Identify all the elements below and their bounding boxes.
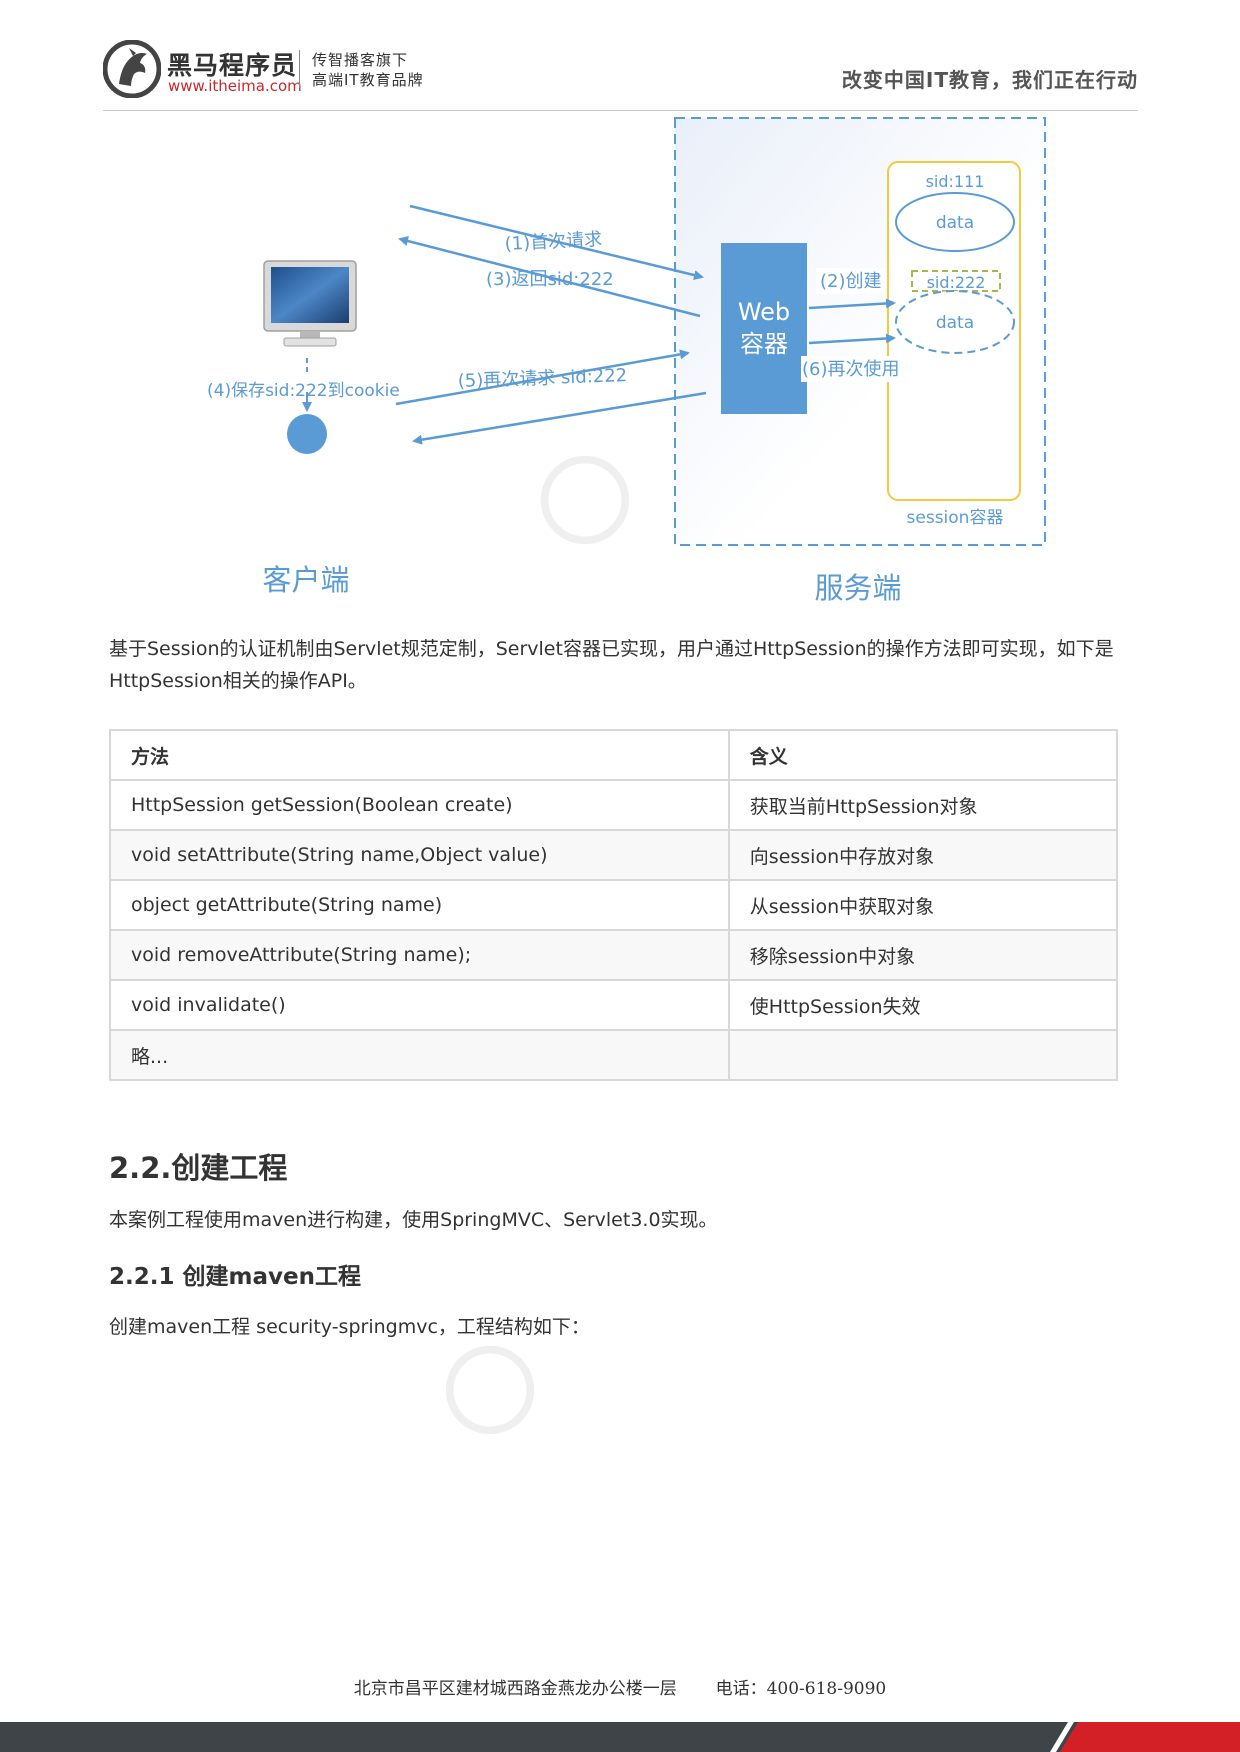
step5-label: (5)再次请求 sid:222 [457, 365, 627, 392]
section-heading: 2.2.创建工程 [109, 1151, 288, 1185]
method-cell: void removeAttribute(String name); [109, 929, 730, 981]
page-header: 黑马程序员 www.itheima.com 传智播客旗下 高端IT教育品牌 改变… [103, 36, 1138, 111]
session-api-table: 方法 含义 HttpSession getSession(Boolean cre… [109, 729, 1119, 1081]
footer-bar [0, 1722, 1240, 1752]
arrow-use-again [808, 333, 896, 345]
footer-address: 北京市昌平区建材城西路金燕龙办公楼一层 [353, 1679, 677, 1699]
header-method: 方法 [109, 729, 730, 781]
logo-separator [299, 50, 300, 88]
method-cell: void setAttribute(String name,Object val… [109, 829, 730, 881]
footer-phone: 电话：400-618-9090 [715, 1679, 887, 1699]
cookie-circle [287, 414, 327, 454]
logo-tagline-2: 高端IT教育品牌 [312, 71, 424, 89]
step2-label: (2)创建 [820, 271, 882, 292]
section-paragraph: 本案例工程使用maven进行构建，使用SpringMVC、Servlet3.0实… [109, 1209, 718, 1231]
computer-icon [263, 260, 357, 347]
sid-111-label: sid:111 [926, 172, 985, 191]
meaning-cell: 获取当前HttpSession对象 [727, 779, 1119, 831]
method-cell: HttpSession getSession(Boolean create) [109, 779, 730, 831]
arrow-return-sid [398, 236, 701, 318]
arrow-create [808, 298, 896, 310]
method-cell: 略... [109, 1029, 730, 1081]
header-meaning: 含义 [727, 729, 1119, 781]
arrow-first-request [409, 204, 704, 280]
sid-222-box [911, 270, 1001, 292]
table-row: 略... [109, 1029, 1119, 1081]
footer-accent [1050, 1722, 1240, 1752]
arrow-response [412, 391, 707, 445]
client-label: 客户端 [262, 563, 349, 597]
table-header-row: 方法 含义 [109, 729, 1119, 781]
web-container-label-2: 容器 [740, 330, 788, 358]
data-label-1: data [936, 213, 974, 233]
step4-label: (4)保存sid:222到cookie [207, 381, 400, 401]
server-label: 服务端 [814, 571, 901, 605]
meaning-cell: 移除session中对象 [727, 929, 1119, 981]
horse-logo-icon [103, 40, 161, 98]
meaning-cell [727, 1029, 1119, 1081]
sid-222-label: sid:222 [927, 273, 986, 292]
subsection-heading: 2.2.1 创建maven工程 [109, 1264, 361, 1290]
meaning-cell: 从session中获取对象 [727, 879, 1119, 931]
watermark-logo-icon [445, 1345, 535, 1435]
footer-contact: 北京市昌平区建材城西路金燕龙办公楼一层 电话：400-618-9090 [0, 1674, 1240, 1699]
arrow-request-again [395, 349, 690, 406]
table-row: HttpSession getSession(Boolean create) 获… [109, 779, 1119, 831]
table-row: void setAttribute(String name,Object val… [109, 829, 1119, 881]
data-ellipse-1 [895, 192, 1015, 252]
method-cell: void invalidate() [109, 979, 730, 1031]
data-label-2: data [936, 313, 974, 333]
intro-paragraph: 基于Session的认证机制由Servlet规范定制，Servlet容器已实现，… [109, 638, 1114, 692]
step1-label: (1)首次请求 [504, 229, 602, 255]
table-row: object getAttribute(String name) 从sessio… [109, 879, 1119, 931]
data-ellipse-2 [895, 290, 1015, 354]
watermark-logo-icon [540, 455, 630, 545]
method-cell: object getAttribute(String name) [109, 879, 730, 931]
step3-label: (3)返回sid:222 [486, 269, 614, 290]
logo-tagline-1: 传智播客旗下 [312, 51, 409, 69]
meaning-cell: 向session中存放对象 [727, 829, 1119, 881]
web-container-box [721, 243, 807, 414]
step6-label: (6)再次使用 [802, 359, 900, 380]
logo-url: www.itheima.com [168, 77, 302, 95]
subsection-paragraph: 创建maven工程 security-springmvc，工程结构如下： [109, 1316, 590, 1338]
logo-name: 黑马程序员 [167, 51, 298, 80]
session-auth-diagram: sid:111 data sid:222 data session容器 Web … [207, 117, 1046, 605]
session-container-label: session容器 [907, 508, 1004, 528]
table-row: void removeAttribute(String name); 移除ses… [109, 929, 1119, 981]
meaning-cell: 使HttpSession失效 [727, 979, 1119, 1031]
header-slogan: 改变中国IT教育，我们正在行动 [841, 68, 1138, 92]
table-row: void invalidate() 使HttpSession失效 [109, 979, 1119, 1031]
web-container-label-1: Web [738, 298, 790, 326]
